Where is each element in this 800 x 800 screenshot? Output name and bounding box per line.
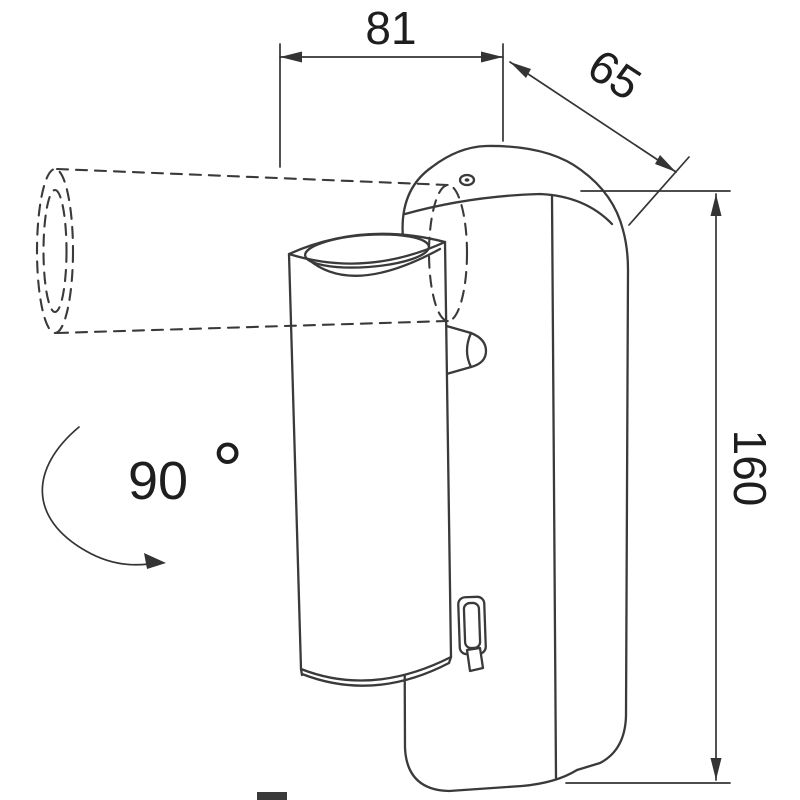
pivot-knob-rim [465, 331, 473, 369]
rotation-arrow-arc [41, 426, 161, 566]
arrow-depth-start [510, 62, 531, 78]
degree-symbol: ° [212, 426, 243, 514]
dashed-right-cap [427, 183, 469, 323]
pivot-knob [441, 323, 488, 377]
arrow-width-right [481, 51, 503, 63]
head-cylinder-outline [287, 232, 453, 682]
angle-value-label: 90 [128, 451, 188, 511]
dim-depth-line [509, 61, 677, 173]
dim-width-label: 81 [365, 2, 416, 54]
arrow-depth-end [655, 155, 676, 172]
dashed-top-edge [55, 167, 450, 187]
arrow-width-left [280, 51, 302, 63]
dim-depth-label: 65 [579, 39, 650, 110]
arrow-height-bottom [710, 758, 722, 780]
rotated-head-dashed-outline [35, 167, 469, 335]
dashed-end-cap-outer [35, 167, 75, 335]
dim-height-label: 160 [724, 430, 776, 507]
screw-hole-center [464, 178, 470, 182]
head-cylinder-bottom-lip [299, 655, 453, 687]
artifact-mark [257, 792, 287, 800]
head-cylinder-curl [306, 247, 442, 277]
dimension-group [41, 43, 731, 784]
toggle-switch [457, 595, 487, 656]
arrow-height-top [710, 194, 722, 216]
dashed-end-cap-inner [42, 188, 68, 314]
arrowheads [144, 51, 722, 780]
toggle-switch-lever [465, 646, 485, 673]
rotation-arrow-head [144, 553, 166, 569]
plate-top-edge-line [403, 192, 614, 226]
toggle-switch-outer [457, 595, 487, 656]
dashed-bottom-edge [55, 319, 450, 335]
plate-front-right-edge [550, 194, 558, 780]
screw-hole [458, 173, 476, 187]
lamp-solid-group [257, 144, 630, 800]
